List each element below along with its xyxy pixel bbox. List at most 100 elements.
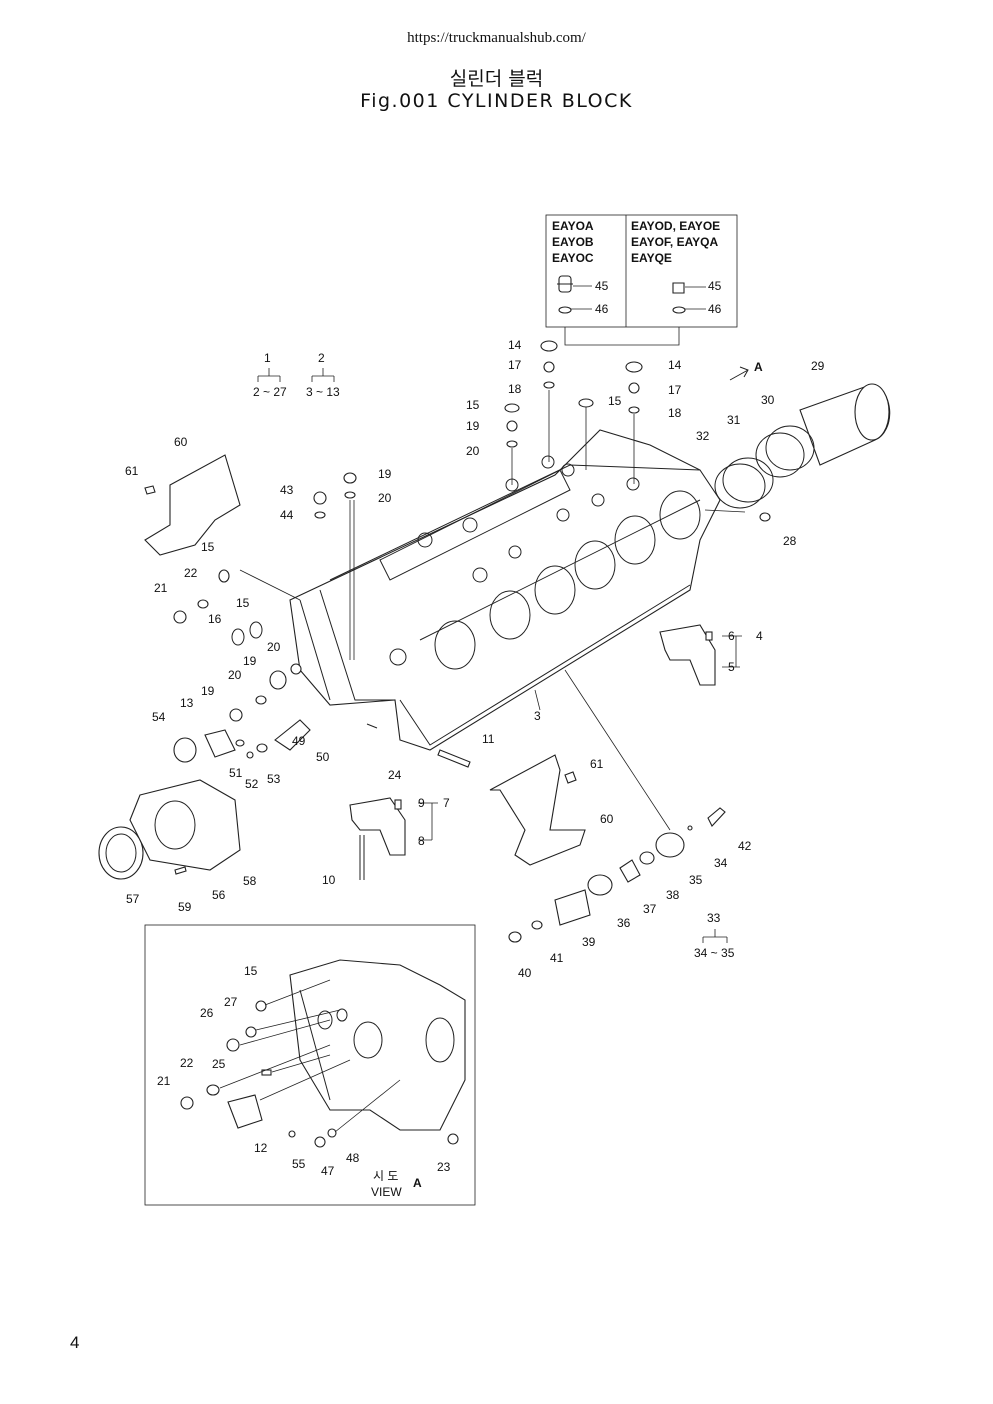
part-label: 19 — [466, 419, 480, 433]
part-label: 3 — [534, 709, 541, 723]
part-label: 20 — [378, 491, 392, 505]
part-label: 42 — [738, 839, 752, 853]
part-label: 60 — [600, 812, 614, 826]
part-label: 50 — [316, 750, 330, 764]
part-label: 60 — [174, 435, 188, 449]
part-label: 24 — [388, 768, 402, 782]
part-label: 34 — [714, 856, 728, 870]
part-label: 47 — [321, 1164, 335, 1178]
part-label: 20 — [466, 444, 480, 458]
part-label: 39 — [582, 935, 596, 949]
part-label: 1 — [264, 351, 271, 365]
part-label: 15 — [608, 394, 622, 408]
part-label: 9 — [418, 796, 425, 810]
part-label: 45 — [595, 279, 609, 293]
component-parts — [98, 340, 891, 943]
figure-title: Fig.001 CYLINDER BLOCK — [360, 90, 633, 112]
part-label: 15 — [244, 964, 258, 978]
part-label: 46 — [708, 302, 722, 316]
model-code: EAYOA — [552, 219, 594, 233]
part-label: 40 — [518, 966, 532, 980]
part-label: 29 — [811, 359, 825, 373]
model-code: EAYOC — [552, 251, 594, 265]
part-label: 33 — [707, 911, 721, 925]
part-label: 18 — [508, 382, 522, 396]
part-label: 19 — [378, 467, 392, 481]
part-label: 14 — [508, 338, 522, 352]
part-label: 21 — [157, 1074, 171, 1088]
model-code: EAYOD, EAYOE — [631, 219, 720, 233]
part-label: 12 — [254, 1141, 268, 1155]
range-label: 2 ~ 27 — [253, 385, 287, 399]
part-label: 36 — [617, 916, 631, 930]
part-label: 41 — [550, 951, 564, 965]
source-url: https://truckmanualshub.com/ — [407, 30, 586, 46]
part-label: 54 — [152, 710, 166, 724]
view-a-inset — [144, 924, 476, 1206]
part-label: 27 — [224, 995, 238, 1009]
part-label: 20 — [228, 668, 242, 682]
part-label: 32 — [696, 429, 710, 443]
part-label: 28 — [783, 534, 797, 548]
model-code: EAYQE — [631, 251, 672, 265]
part-label: 22 — [180, 1056, 194, 1070]
part-label: 37 — [643, 902, 657, 916]
part-label: 43 — [280, 483, 294, 497]
part-label: 14 — [668, 358, 682, 372]
part-label: 48 — [346, 1151, 360, 1165]
model-code: EAYOF, EAYQA — [631, 235, 718, 249]
view-label: VIEW — [371, 1185, 402, 1199]
part-label: 8 — [418, 834, 425, 848]
part-label: 2 — [318, 351, 325, 365]
part-label: 17 — [508, 358, 522, 372]
range-label: 34 ~ 35 — [694, 946, 735, 960]
part-label: 53 — [267, 772, 281, 786]
part-label: 38 — [666, 888, 680, 902]
title-korean: 실린더 블럭 — [449, 68, 544, 90]
part-label: 16 — [208, 612, 222, 626]
part-label: 18 — [668, 406, 682, 420]
range-brackets — [257, 368, 742, 943]
part-label: 4 — [756, 629, 763, 643]
view-direction-arrow — [729, 366, 749, 381]
model-variant-table: EAYOA EAYOB EAYOC EAYOD, EAYOE EAYOF, EA… — [545, 214, 738, 346]
part-label: 46 — [595, 302, 609, 316]
view-label-letter: A — [413, 1176, 422, 1190]
part-label: 19 — [201, 684, 215, 698]
part-label: 49 — [292, 734, 306, 748]
part-label: 25 — [212, 1057, 226, 1071]
cylinder-block — [289, 429, 721, 751]
page-number: 4 — [70, 1333, 80, 1352]
part-label: 31 — [727, 413, 741, 427]
part-label: 23 — [437, 1160, 451, 1174]
range-label: 3 ~ 13 — [306, 385, 340, 399]
part-label: 17 — [668, 383, 682, 397]
part-label: 55 — [292, 1157, 306, 1171]
part-label: 22 — [184, 566, 198, 580]
part-label: 61 — [125, 464, 139, 478]
part-label: 11 — [482, 732, 495, 746]
model-code: EAYOB — [552, 235, 594, 249]
part-label: 7 — [443, 796, 450, 810]
part-label: 45 — [708, 279, 722, 293]
view-label-korean: 시 도 — [373, 1169, 398, 1183]
view-direction-label: A — [754, 360, 763, 374]
part-label: 26 — [200, 1006, 214, 1020]
part-label: 13 — [180, 696, 194, 710]
part-label: 56 — [212, 888, 226, 902]
part-label: 58 — [243, 874, 257, 888]
part-label: 35 — [689, 873, 703, 887]
part-label: 15 — [201, 540, 215, 554]
part-label: 61 — [590, 757, 604, 771]
part-label: 6 — [728, 629, 735, 643]
part-label: 44 — [280, 508, 294, 522]
part-label: 30 — [761, 393, 775, 407]
part-label: 20 — [267, 640, 281, 654]
part-label: 52 — [245, 777, 259, 791]
part-label: 51 — [229, 766, 243, 780]
part-label: 19 — [243, 654, 257, 668]
part-label: 57 — [126, 892, 140, 906]
part-label: 5 — [728, 660, 735, 674]
part-label: 59 — [178, 900, 192, 914]
